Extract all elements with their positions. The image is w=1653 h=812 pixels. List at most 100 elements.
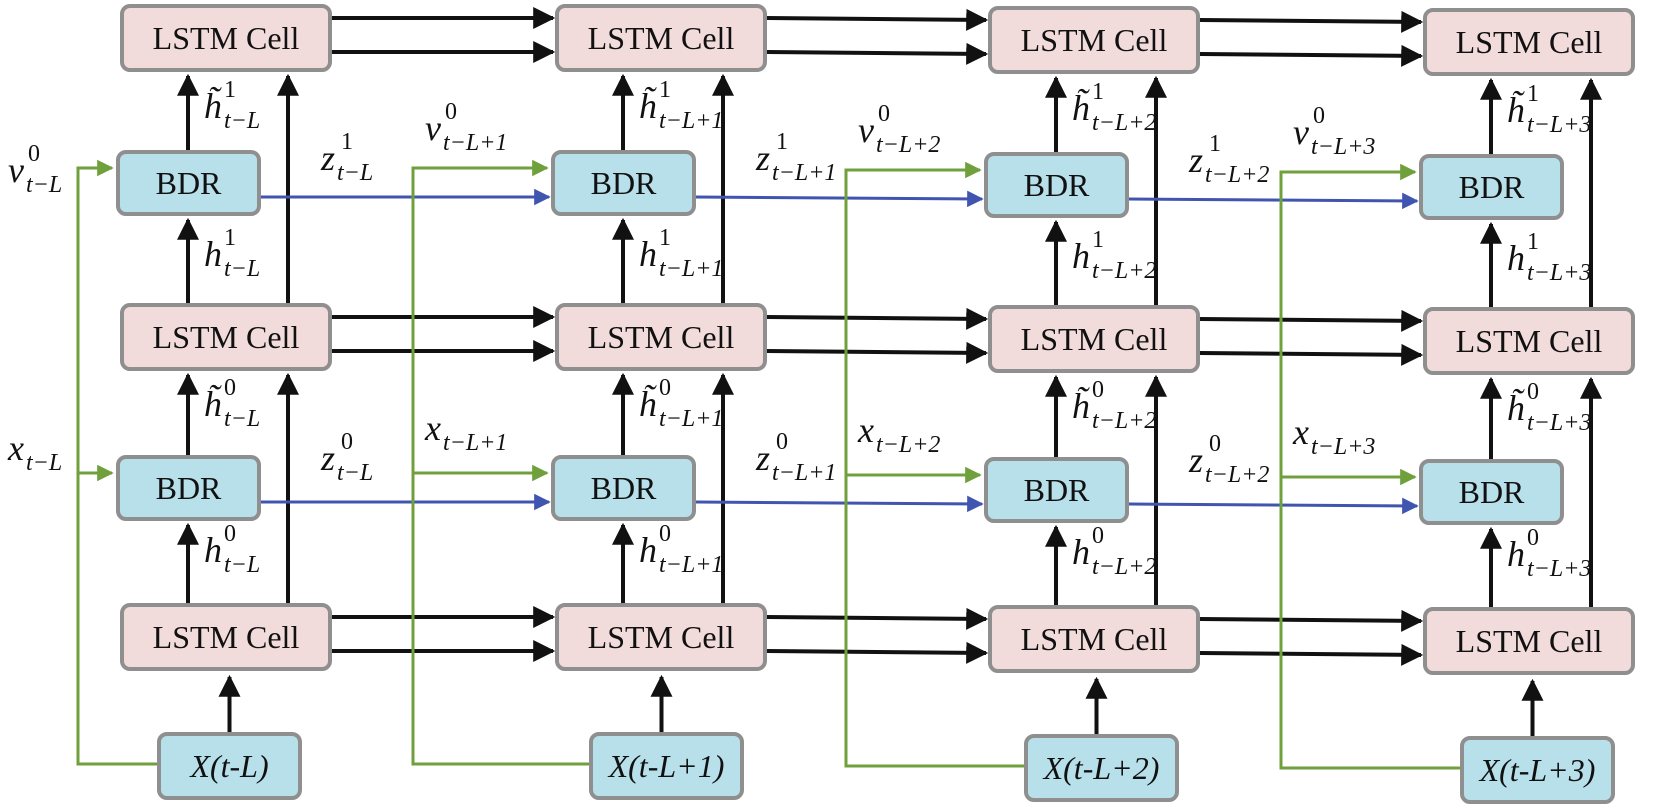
arrow-state-c	[766, 341, 989, 364]
label-h-0-sub: t−L	[224, 552, 261, 578]
arrow-z	[695, 495, 984, 513]
bdr-block-upper: BDR	[116, 150, 261, 216]
label-z1-base: z	[1189, 140, 1204, 180]
label-z0-sub: t−L+2	[1205, 462, 1270, 488]
label-z0-base: z	[321, 438, 336, 478]
label-h-tilde-0-sub: t−L+1	[659, 406, 724, 432]
arrow-state-c	[766, 641, 989, 664]
bdr-block-lower: BDR	[551, 455, 696, 521]
arrow-state-h	[1199, 10, 1424, 33]
label-z0-sub: t−L+1	[772, 460, 837, 486]
arrow-z	[695, 190, 984, 208]
label-h-1-sub: t−L+1	[659, 256, 724, 282]
label-z1-sub: t−L+1	[772, 160, 837, 186]
label-h-tilde-0: h̃0 t−L+3	[1507, 380, 1591, 435]
label-z1-sup: 1	[1209, 131, 1221, 157]
label-h-tilde-0: h̃0 t−L+2	[1072, 378, 1156, 433]
label-h-tilde-1-base: h̃	[639, 86, 657, 126]
label-z1-sup: 1	[341, 129, 353, 155]
arrow-state-h	[1199, 309, 1424, 332]
arrow-state-h	[766, 607, 989, 630]
label-h-0-sub: t−L+2	[1092, 554, 1157, 580]
label-z0-sup: 0	[1209, 431, 1221, 457]
arrow-z	[1128, 192, 1419, 210]
label-v0-sub: t−L+3	[1310, 134, 1376, 160]
label-h-0-sub: t−L+3	[1527, 556, 1592, 582]
label-h-tilde-0-sup: 0	[659, 375, 671, 401]
label-h-1-base: h	[1072, 236, 1090, 276]
label-h-0-base: h	[639, 530, 657, 570]
bdr-block-upper: BDR	[551, 150, 696, 216]
label-h-0-sup: 0	[1092, 523, 1104, 549]
arrow-state-c	[766, 42, 989, 65]
label-h-tilde-0-base: h̃	[1072, 386, 1090, 426]
label-h-tilde-1-sub: t−L	[224, 108, 261, 134]
label-x-sub: t−L+3	[1310, 434, 1376, 460]
bdr-block-upper: BDR	[1419, 154, 1564, 220]
label-h-0-base: h	[204, 530, 222, 570]
label-h-tilde-0-sub: t−L+2	[1092, 408, 1157, 434]
label-h-tilde-0-sub: t−L+3	[1527, 410, 1592, 436]
label-h-tilde-0-sup: 0	[1092, 377, 1104, 403]
label-v0-base: v	[8, 150, 24, 190]
label-x: xt−L	[8, 430, 62, 475]
label-v0-sup: 0	[1313, 103, 1325, 129]
input-x: X(t-L+1)	[589, 732, 744, 800]
label-h-tilde-1-base: h̃	[1507, 90, 1525, 130]
label-x-base: x	[858, 410, 874, 450]
label-h-tilde-1-base: h̃	[204, 86, 222, 126]
label-h-1-sup: 1	[1092, 227, 1104, 253]
label-h-tilde-0-sup: 0	[1527, 379, 1539, 405]
label-h-tilde-1-sup: 1	[1527, 81, 1539, 107]
label-h-tilde-1: h̃1 t−L+1	[639, 78, 723, 133]
label-v0-sup: 0	[445, 99, 457, 125]
arrow-state-h	[1199, 609, 1424, 632]
label-x: xt−L+3	[1293, 412, 1375, 459]
label-h-0-sup: 0	[659, 521, 671, 547]
lstm-cell-layer2: LSTM Cell	[120, 4, 332, 72]
label-v0-base: v	[425, 108, 441, 148]
input-x: X(t-L)	[157, 732, 302, 800]
label-h-tilde-1-sup: 1	[659, 77, 671, 103]
label-h-tilde-1-sub: t−L+1	[659, 108, 724, 134]
arrow-v0	[411, 159, 589, 766]
bdr-block-lower: BDR	[1419, 459, 1564, 525]
arrow-state-c	[1199, 343, 1424, 366]
lstm-cell-layer1: LSTM Cell	[988, 305, 1200, 373]
arrow-z	[1128, 497, 1419, 515]
label-h-tilde-0-base: h̃	[1507, 388, 1525, 428]
lstm-cell-layer1: LSTM Cell	[555, 303, 767, 371]
label-h-0-sup: 0	[224, 521, 236, 547]
label-h-tilde-1-sup: 1	[224, 77, 236, 103]
bdr-block-lower: BDR	[984, 457, 1129, 523]
label-h-0-base: h	[1507, 534, 1525, 574]
label-h-tilde-1: h̃1 t−L	[204, 78, 260, 133]
label-h-tilde-1-sup: 1	[1092, 79, 1104, 105]
label-x-base: x	[1293, 412, 1309, 452]
label-h-1-sup: 1	[659, 225, 671, 251]
label-h-tilde-1-sub: t−L+2	[1092, 110, 1157, 136]
lstm-cell-layer2: LSTM Cell	[1423, 8, 1635, 76]
lstm-cell-layer0: LSTM Cell	[120, 603, 332, 671]
label-x-base: x	[425, 408, 441, 448]
lstm-cell-layer0: LSTM Cell	[1423, 607, 1635, 675]
label-z0-base: z	[1189, 440, 1204, 480]
arrow-state-c	[1199, 643, 1424, 666]
label-x: xt−L+1	[425, 408, 507, 455]
